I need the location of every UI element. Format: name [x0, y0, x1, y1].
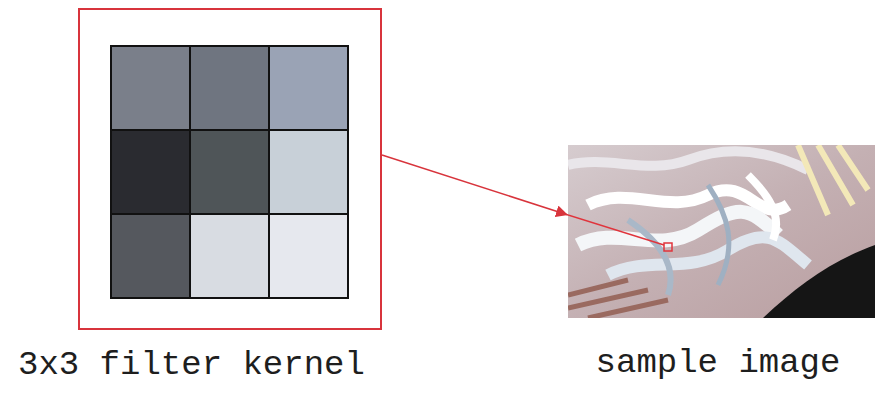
caption-box: sample image — [568, 343, 868, 384]
caption-text: 3x3 filter kernel — [18, 345, 365, 386]
kernel-grid — [110, 45, 350, 299]
kernel-frame: 3x3 filter kernel — [78, 8, 382, 330]
caption-text: sample image — [568, 343, 868, 384]
sample-photo — [568, 145, 875, 318]
image-frame: sample image — [568, 145, 875, 318]
caption-box: 3x3 filter kernel — [18, 345, 365, 386]
pointer-arrow — [382, 155, 568, 215]
